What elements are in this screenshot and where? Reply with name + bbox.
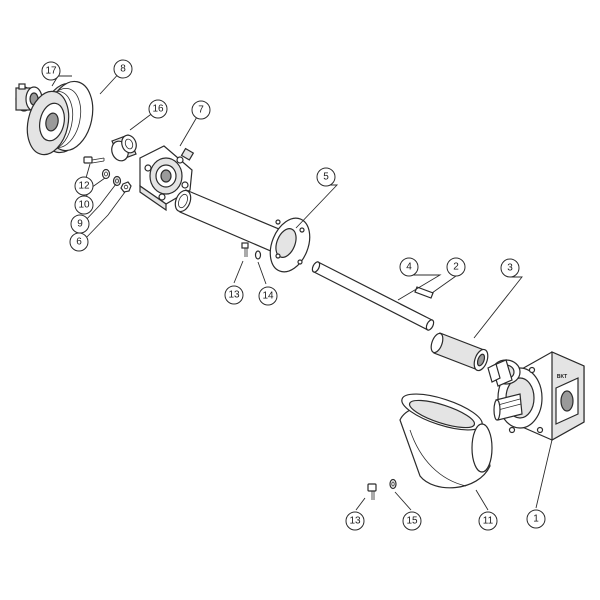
callout-11: 11	[478, 511, 498, 531]
svg-text:14: 14	[262, 291, 274, 302]
part-14-lock-washer	[254, 250, 262, 260]
callout-2: 2	[446, 257, 466, 277]
svg-text:2: 2	[453, 262, 459, 273]
callout-15: 15	[402, 511, 422, 531]
callout-10: 10	[74, 195, 94, 215]
svg-text:5: 5	[323, 172, 329, 183]
svg-text:13: 13	[228, 290, 240, 301]
callout-12: 12	[74, 176, 94, 196]
part-11-bell-housing	[399, 393, 493, 489]
callout-17: 17	[41, 61, 61, 81]
part-10-washer	[101, 168, 111, 180]
part-5-flange	[269, 217, 311, 273]
part-1-gearbox: BKT	[487, 351, 585, 442]
svg-text:6: 6	[76, 237, 82, 248]
part-12-bolt	[83, 156, 105, 164]
part-16-bushing	[111, 134, 137, 162]
callout-7: 7	[191, 100, 211, 120]
part-3-coupling	[430, 332, 489, 372]
svg-text:3: 3	[507, 263, 513, 274]
callout-3: 3	[500, 258, 520, 278]
gearbox-brand-label: BKT	[557, 374, 567, 380]
svg-text:17: 17	[45, 66, 57, 77]
part-4-shaft	[311, 261, 435, 331]
svg-text:10: 10	[78, 200, 90, 211]
svg-text:7: 7	[198, 105, 204, 116]
callout-13-lower: 13	[345, 511, 365, 531]
svg-text:15: 15	[406, 516, 418, 527]
part-15-washer	[389, 478, 397, 490]
part-13-screw-upper	[241, 242, 249, 257]
svg-text:9: 9	[77, 219, 83, 230]
part-9-washer	[112, 175, 122, 187]
callout-6: 6	[69, 232, 89, 252]
callout-4: 4	[399, 257, 419, 277]
svg-text:13: 13	[349, 516, 361, 527]
part-7-flange-bearing	[139, 145, 195, 212]
svg-text:12: 12	[78, 181, 90, 192]
part-13-screw-lower	[367, 483, 377, 500]
part-8-pulley	[26, 80, 94, 156]
part-5-tube	[174, 189, 287, 256]
callout-9: 9	[70, 214, 90, 234]
callout-5: 5	[316, 167, 336, 187]
svg-text:16: 16	[152, 104, 164, 115]
callout-13-upper: 13	[224, 285, 244, 305]
svg-text:1: 1	[533, 514, 539, 525]
callout-14: 14	[258, 286, 278, 306]
svg-text:11: 11	[483, 516, 494, 527]
svg-text:8: 8	[120, 64, 126, 75]
callout-8: 8	[113, 59, 133, 79]
part-2-key	[414, 286, 434, 299]
leader-lines	[51, 68, 553, 511]
callout-16: 16	[148, 99, 168, 119]
callout-1: 1	[526, 509, 546, 529]
svg-text:4: 4	[406, 262, 412, 273]
part-6-nut	[120, 181, 132, 193]
